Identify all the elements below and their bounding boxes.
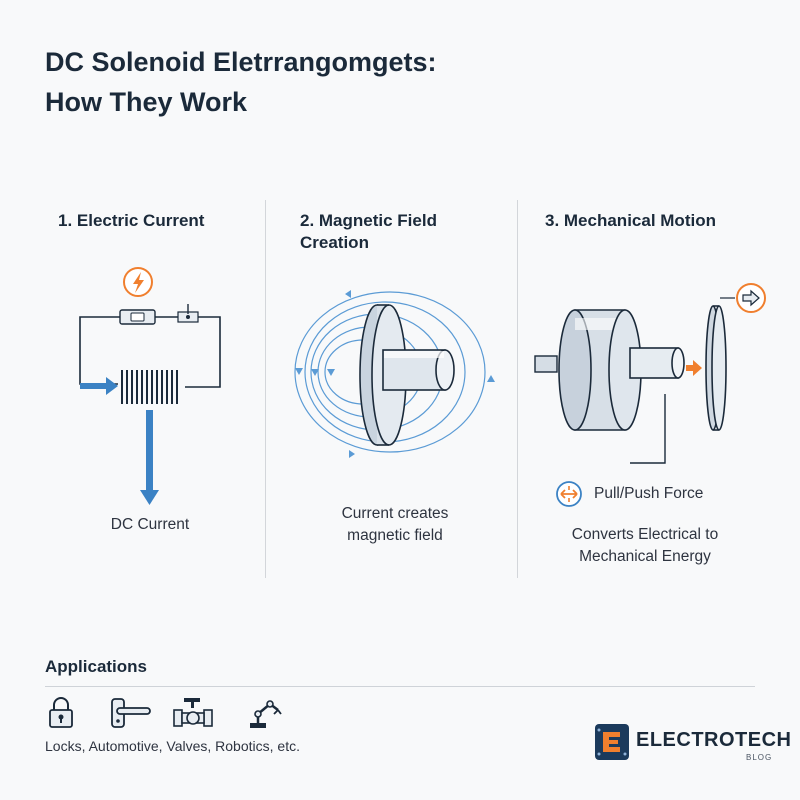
- panel-2-title-line2: Creation: [300, 233, 369, 252]
- applications-list: Locks, Automotive, Valves, Robotics, etc…: [45, 738, 300, 754]
- panel-3-caption-line1: Converts Electrical to: [571, 526, 719, 543]
- magnetic-field-diagram: [294, 290, 495, 458]
- panel-3-caption-line2: Mechanical Energy: [579, 548, 711, 565]
- panel-divider-1: [265, 200, 266, 578]
- switch-symbol: [177, 304, 199, 323]
- panel-2-caption-line2: magnetic field: [347, 527, 443, 544]
- brand-subtitle: BLOG: [746, 753, 773, 762]
- electrotech-logo-icon: [595, 724, 629, 760]
- panel-3-caption: Converts Electrical to Mechanical Energy: [545, 524, 745, 568]
- motion-arrow: [686, 360, 702, 376]
- applications-heading: Applications: [45, 657, 148, 676]
- panel-1-title: 1. Electric Current: [58, 211, 205, 230]
- panel-2-title-line1: 2. Magnetic Field: [300, 211, 437, 230]
- electric-circuit-diagram: [79, 267, 221, 505]
- current-down-arrow: [140, 410, 159, 505]
- panel-2-caption-line1: Current creates: [341, 505, 449, 522]
- mechanical-motion-diagram: [534, 283, 766, 464]
- force-label: Pull/Push Force: [594, 485, 704, 502]
- panel-3-title: 3. Mechanical Motion: [545, 211, 716, 230]
- solenoid-body: [558, 309, 642, 431]
- lock-icon: [49, 697, 73, 728]
- push-pull-icon: [556, 481, 582, 507]
- page-title: DC Solenoid Eletrrangomgets: How They Wo…: [45, 42, 437, 122]
- page-title-line1: DC Solenoid Eletrrangomgets:: [45, 47, 437, 77]
- brand-name: ELECTROTECH: [636, 729, 792, 751]
- valve-icon: [173, 698, 213, 727]
- panel-1-caption: DC Current: [110, 516, 190, 533]
- plunger-rod: [382, 349, 455, 391]
- lightning-icon: [123, 267, 153, 297]
- robot-arm-icon: [250, 700, 282, 728]
- plunger-rod: [629, 347, 685, 379]
- coil-symbol: [121, 370, 178, 404]
- target-plate: [705, 305, 727, 431]
- panel-2-title: 2. Magnetic Field Creation: [300, 210, 437, 254]
- panel-2-caption: Current creates magnetic field: [315, 503, 475, 547]
- panel-divider-2: [517, 200, 518, 578]
- applications-divider: [45, 686, 755, 687]
- current-in-arrow: [80, 377, 118, 395]
- page-title-line2: How They Work: [45, 87, 248, 117]
- arrow-right-icon: [736, 283, 766, 313]
- door-handle-icon: [111, 698, 151, 728]
